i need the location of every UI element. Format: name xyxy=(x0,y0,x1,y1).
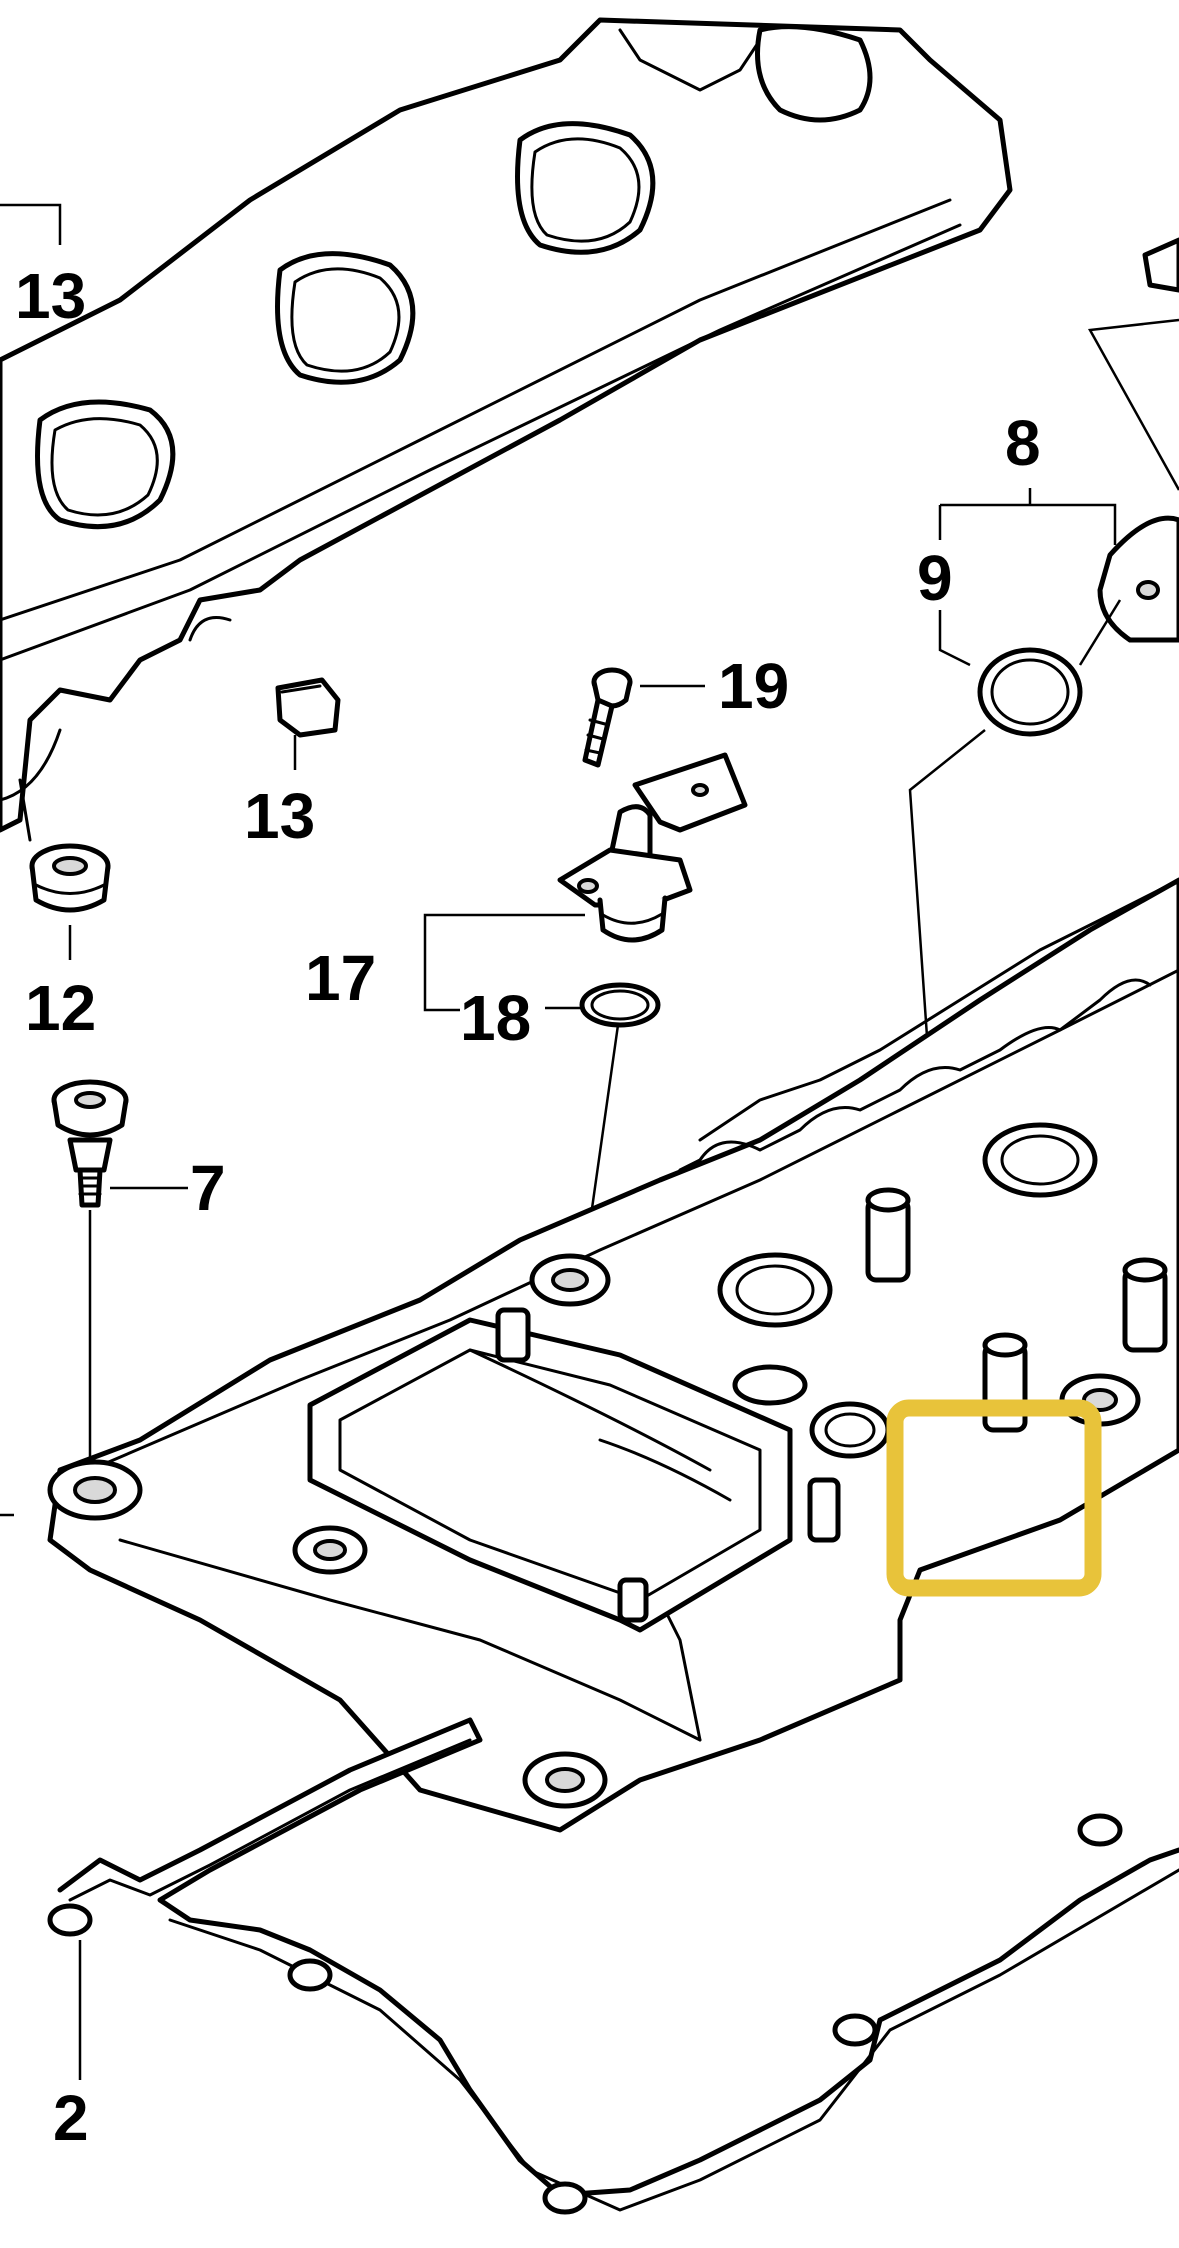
gasket-part-2 xyxy=(47,1717,1179,2215)
callout-2: 2 xyxy=(53,2082,89,2154)
grommet-part-12 xyxy=(29,843,111,960)
callout-18: 18 xyxy=(460,982,531,1054)
stud-bolt xyxy=(1087,237,1179,491)
bolt-part-7 xyxy=(51,1079,188,1460)
callout-8: 8 xyxy=(1005,407,1041,479)
callout-12: 12 xyxy=(25,972,96,1044)
callout-13-top: 13 xyxy=(15,260,86,332)
callout-9: 9 xyxy=(917,542,953,614)
callout-17: 17 xyxy=(305,942,376,1014)
bolt-part-19 xyxy=(582,667,705,768)
highlight-box xyxy=(886,1399,1102,1597)
leader-13a xyxy=(0,203,62,245)
callout-7: 7 xyxy=(190,1152,226,1224)
clip-part-13 xyxy=(275,677,341,770)
cap-part-8 xyxy=(938,488,1179,643)
intake-manifold-cover xyxy=(0,17,1013,842)
callout-13-clip: 13 xyxy=(244,780,315,852)
callout-19: 19 xyxy=(718,650,789,722)
sensor-part-17 xyxy=(423,752,748,1012)
